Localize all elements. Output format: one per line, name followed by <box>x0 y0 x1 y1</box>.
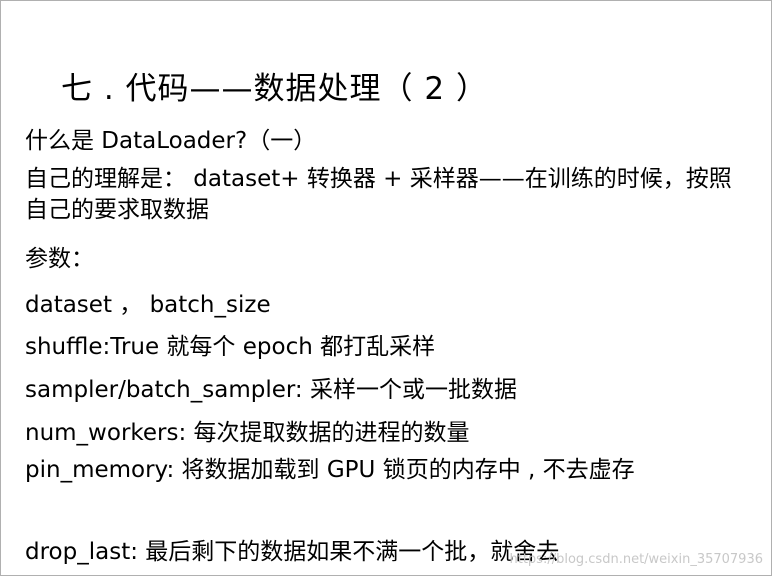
param-drop-last: drop_last: 最后剩下的数据如果不满一个批，就舍去 <box>25 539 560 565</box>
watermark: https://blog.csdn.net/weixin_35707936 <box>509 552 763 567</box>
params-heading: 参数： <box>25 246 94 272</box>
slide-title: 七 . 代码——数据处理（ 2 ） <box>61 71 488 107</box>
param-sampler: sampler/batch_sampler: 采样一个或一批数据 <box>25 377 517 403</box>
param-shuffle: shuffle:True 就每个 epoch 都打乱采样 <box>25 334 436 360</box>
param-dataset: dataset ， batch_size <box>25 292 271 318</box>
param-pin-memory: pin_memory: 将数据加载到 GPU 锁页的内存中 , 不去虚存 <box>25 457 635 483</box>
question-line: 什么是 DataLoader?（一） <box>25 128 317 154</box>
param-num-workers: num_workers: 每次提取数据的进程的数量 <box>25 420 470 446</box>
understanding-line: 自己的理解是： dataset+ 转换器 + 采样器——在训练的时候，按照自己的… <box>25 166 732 223</box>
